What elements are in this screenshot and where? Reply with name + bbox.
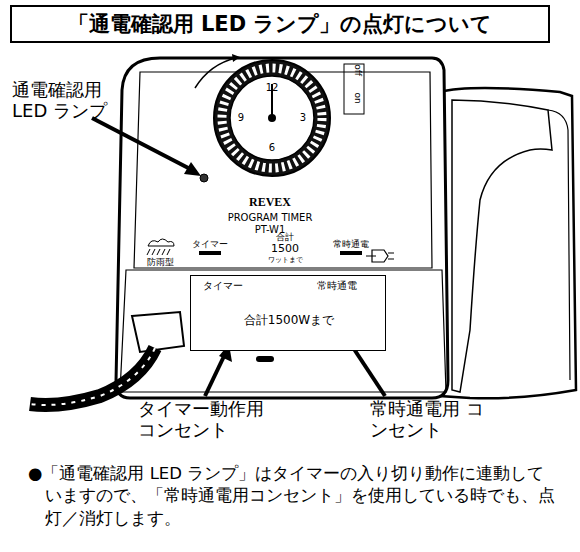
panel-text: 1500 [271,243,299,256]
product-name: PROGRAM TIMER [228,212,313,224]
cord-bushing [132,312,184,352]
slot [256,356,274,362]
note-text: ●「通電確認用 LED ランプ」はタイマーの入り切り動作に連動していますので、「… [28,463,558,530]
lid-edge [548,110,570,380]
callout-label: 常時通電用 コンセント [370,399,490,440]
indicator-mark [199,251,221,255]
panel-text: 合計 [276,232,294,242]
rain-icon [148,239,174,246]
cord-highlight [30,348,155,405]
led [200,174,208,182]
panel-text: 防雨型 [147,257,174,267]
leader-line [205,352,226,396]
rotation-arrow-head [232,54,240,62]
callout-label: タイマー動作用 コンセント [138,399,278,440]
rotation-arrow [195,58,236,88]
switch-label: on [353,92,363,103]
title-box: 「通電確認用 LED ランプ」の点灯について [10,5,550,43]
switch [344,64,364,114]
timer-body [116,58,448,398]
lid [440,88,576,398]
dial-segments [222,68,322,168]
lower-panel [120,270,446,392]
leader-line [92,118,196,172]
callout-label: 通電確認用 LED ランプ [12,80,116,121]
panel-text: タイマー [192,239,228,249]
switch-label: off [353,64,363,76]
plug-icon [366,250,394,262]
rating-text: 合計1500Wまで [244,314,334,328]
cord [30,348,155,405]
dial-number: 9 [238,112,244,124]
rain-lines [147,249,170,255]
panel-text: ワットまで [268,256,303,264]
dial-number: 6 [269,142,275,154]
outlet-panel: タイマー 常時通電合計1500Wまで [190,275,386,351]
dial-hub [268,114,276,122]
dial-number: 12 [266,82,279,94]
panel-text: 常時通電 [333,239,369,249]
indicator-mark [340,251,362,255]
brand-name: REVEX [249,196,291,210]
dial-face [230,76,314,160]
outlet-label: タイマー [203,280,243,292]
dial-ring [214,60,330,176]
dial-number: 3 [300,112,306,124]
outlet-label: 常時通電 [317,280,357,292]
leader-arrow-head [184,162,201,176]
lid-inner [452,100,552,392]
